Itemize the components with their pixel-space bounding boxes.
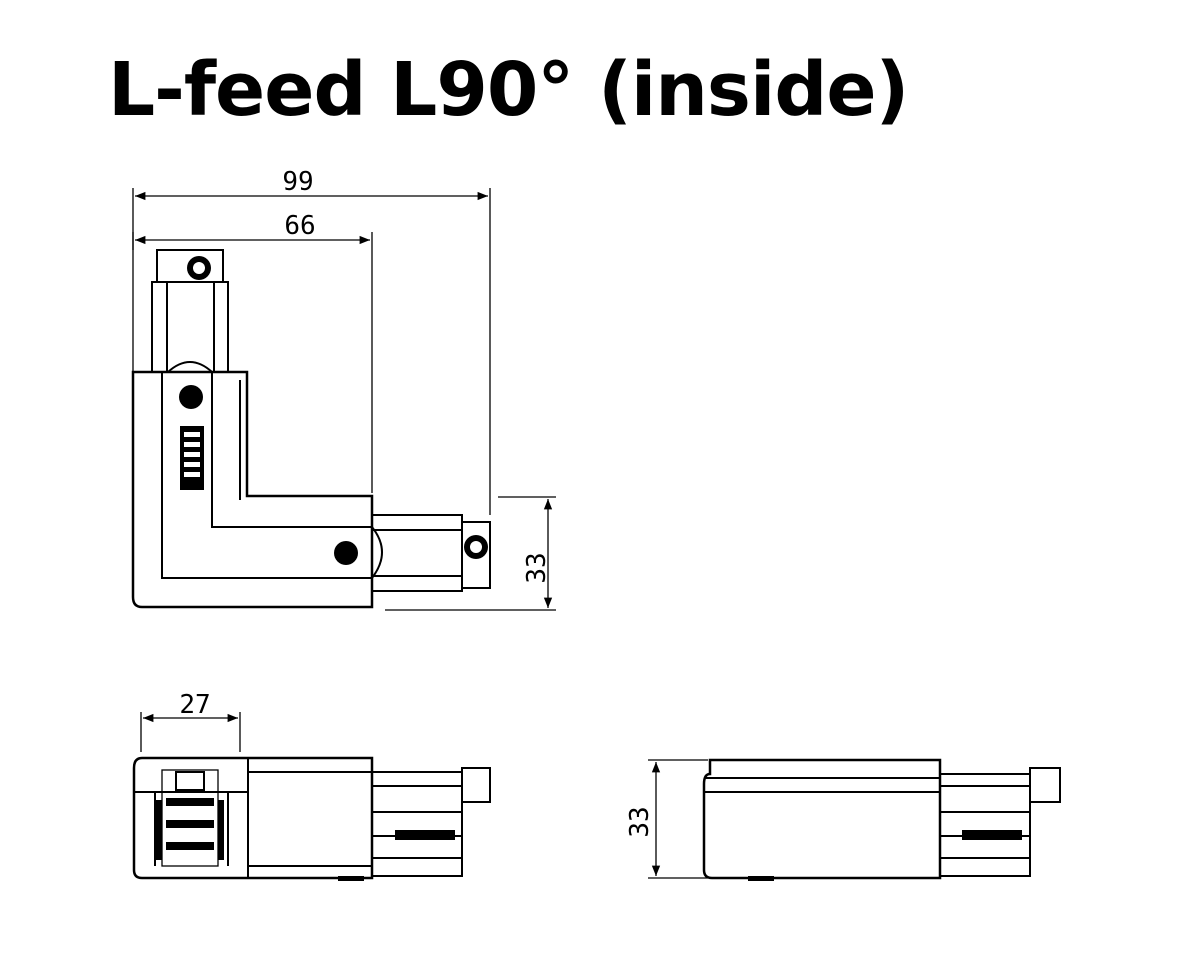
dimension-33-end: 33	[625, 806, 655, 837]
side-view: 27	[132, 690, 491, 881]
top-view: 99 66 33	[131, 167, 556, 611]
dimension-27: 27	[179, 690, 210, 720]
dimension-33-top: 33	[522, 552, 552, 583]
end-view: 33	[625, 758, 1061, 881]
dimension-66: 66	[284, 211, 315, 241]
page-title: L-feed L90° (inside)	[108, 47, 909, 133]
dimension-99: 99	[282, 167, 313, 197]
